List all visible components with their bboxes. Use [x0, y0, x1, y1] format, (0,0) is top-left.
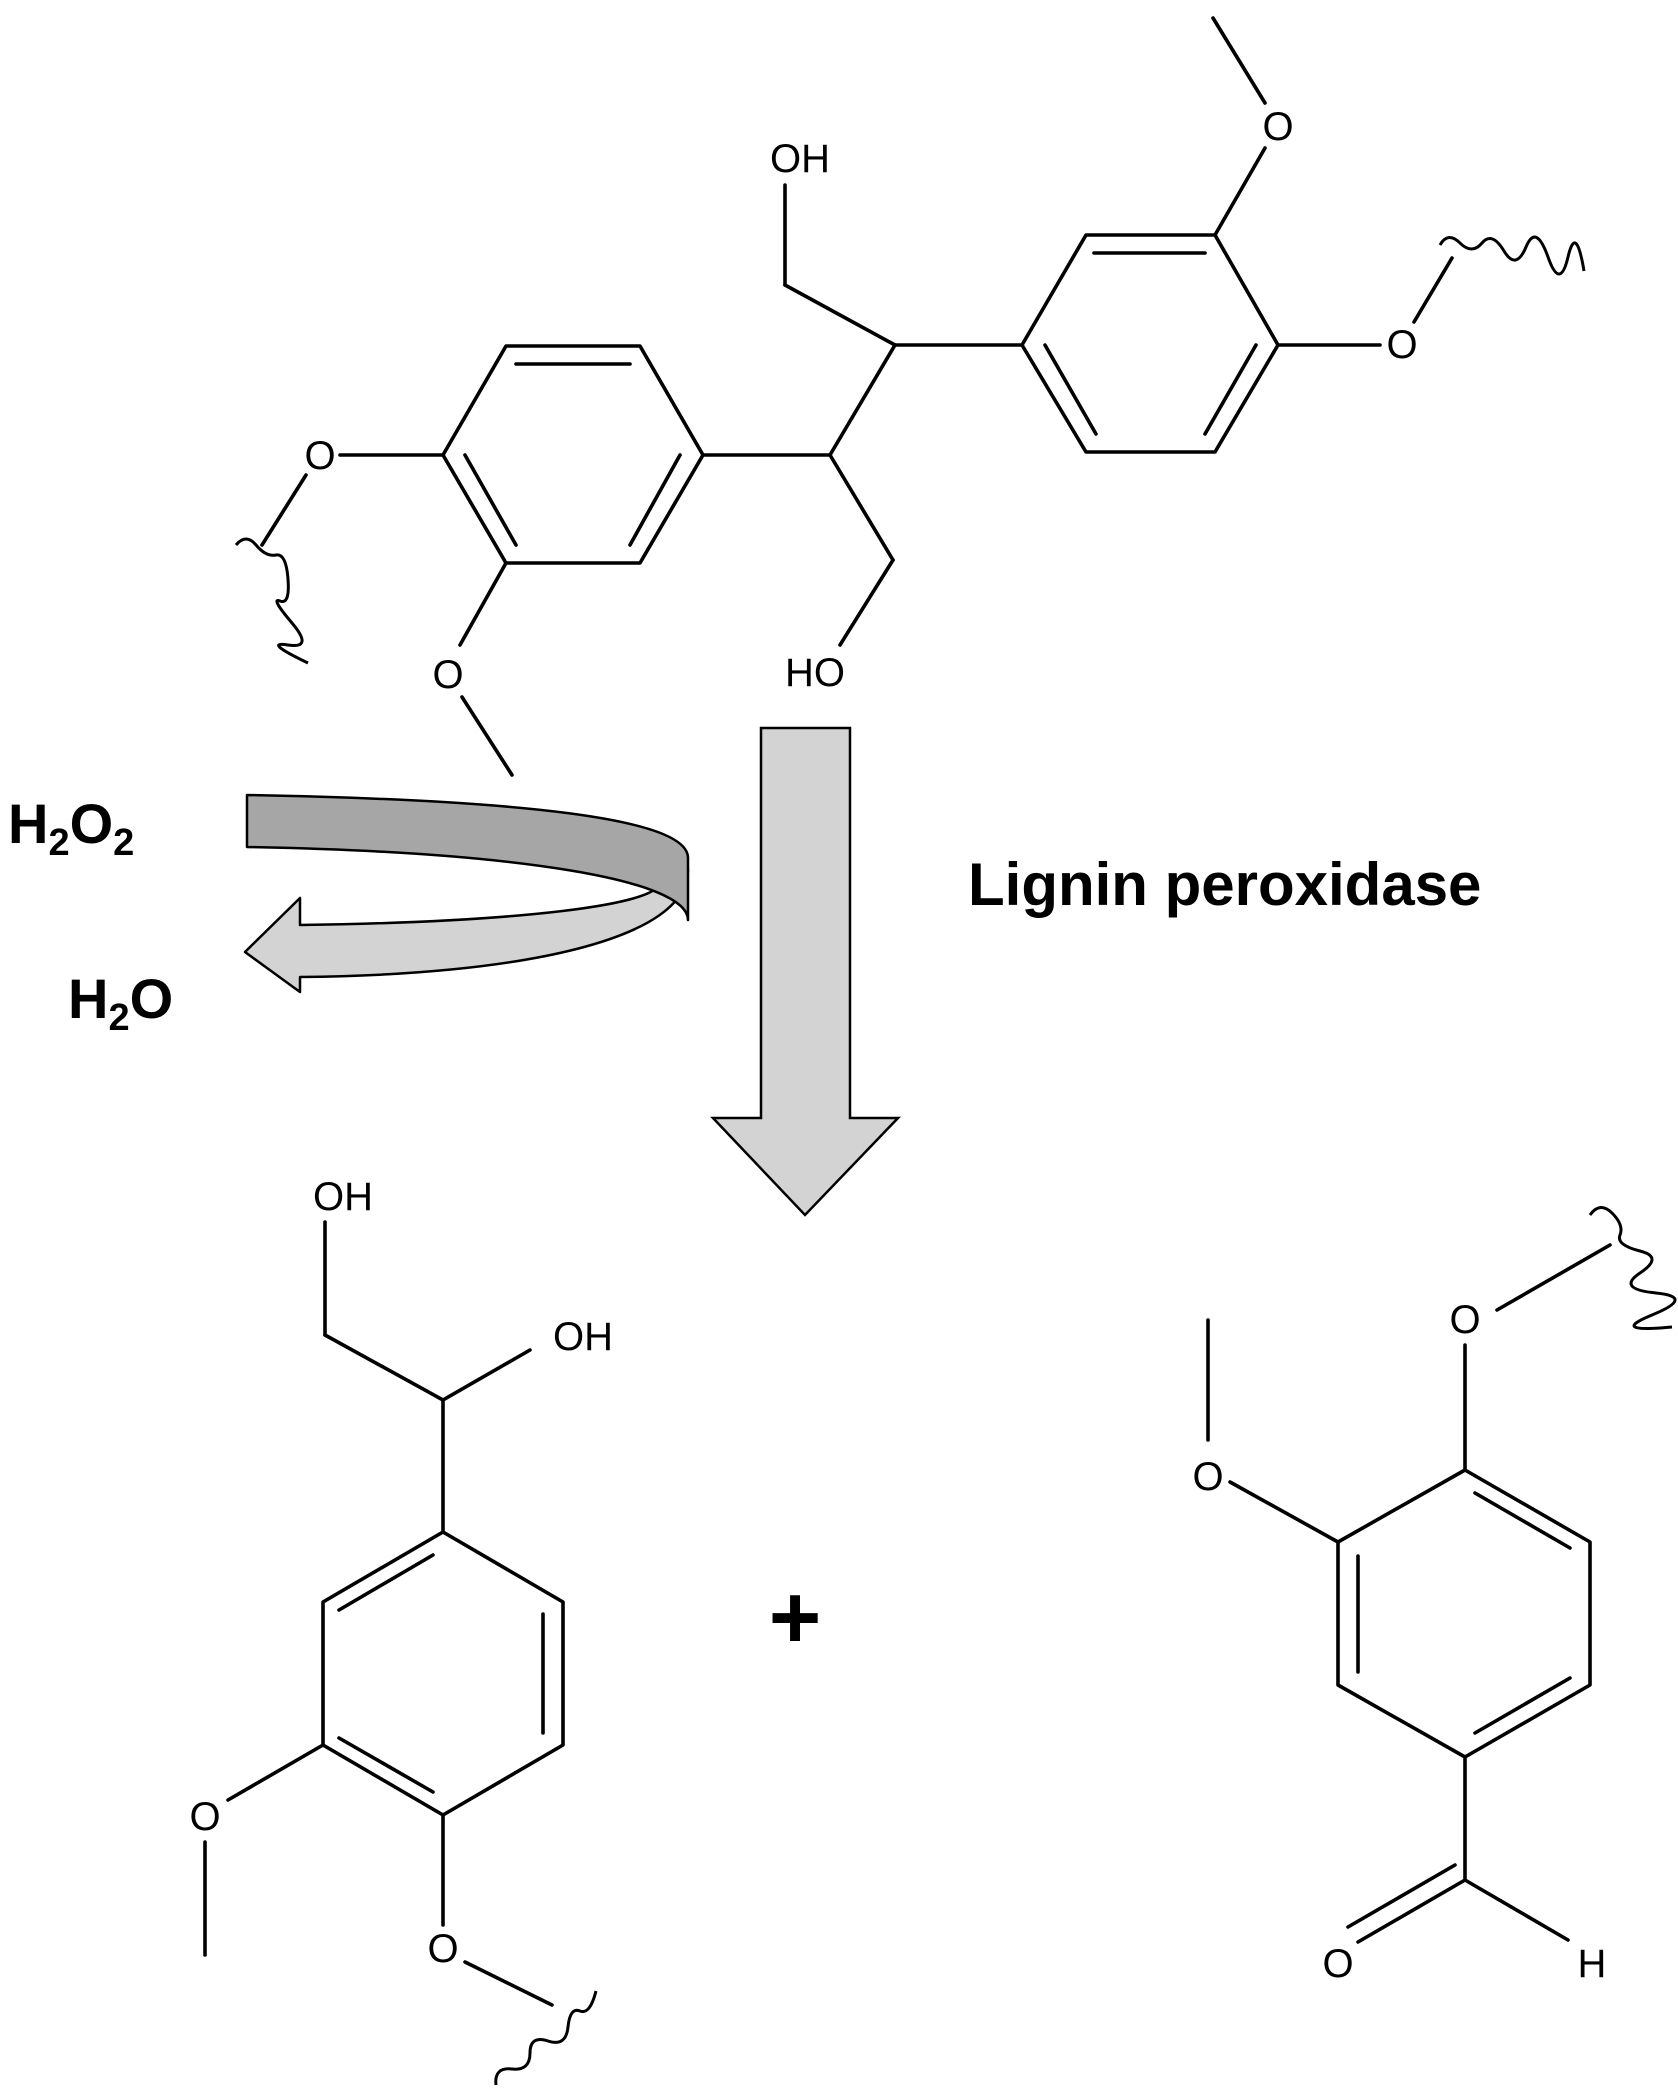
reagent-h2o2: H2O2	[8, 792, 134, 864]
ether-bond	[1412, 256, 1454, 324]
product-diol-ring	[321, 1530, 565, 1817]
atom-o-ether: O	[427, 1927, 458, 1971]
substrate-right-ring	[1020, 233, 1280, 454]
curved-arrow-upper-band	[245, 793, 690, 922]
methoxy-bond	[226, 1743, 325, 1802]
atom-o-ether-right: O	[1386, 323, 1417, 367]
methyl-bond	[460, 695, 514, 777]
ether-bond	[1495, 1243, 1612, 1312]
chain-bond	[828, 453, 895, 562]
atom-o-methoxy-left: O	[432, 653, 463, 697]
atom-o-methoxy: O	[189, 1795, 220, 1839]
atom-ho-bottom: HO	[785, 651, 845, 695]
curved-reagent-arrow	[243, 793, 690, 994]
methoxy-bond	[458, 561, 508, 647]
chain-bond	[828, 343, 897, 457]
enzyme-label: Lignin peroxidase	[968, 851, 1481, 918]
chain-bond	[783, 283, 897, 347]
substrate-left-ring	[441, 344, 705, 565]
atom-oh-top: OH	[770, 137, 830, 181]
polymer-linkage-wavy	[494, 1990, 598, 2086]
atom-oh-terminal: OH	[313, 1175, 373, 1219]
chain-bond	[441, 1348, 532, 1402]
chain-bond	[838, 558, 895, 647]
reaction-arrow-down	[710, 726, 901, 1217]
atom-o-ether: O	[1449, 1298, 1480, 1342]
product-aldehyde: O O O H	[1192, 1206, 1677, 1986]
ether-bond	[463, 1960, 554, 2007]
methyl-bond	[1211, 16, 1267, 105]
methoxy-bond	[1213, 146, 1267, 237]
chain-bond	[323, 1333, 445, 1402]
polymer-linkage-wavy	[1438, 235, 1586, 276]
atom-h-aldehyde: H	[1578, 1942, 1607, 1986]
polymer-linkage-wavy	[1588, 1206, 1677, 1330]
ether-bond	[260, 473, 308, 547]
carbonyl-double-bond	[1346, 1863, 1457, 1929]
product-aldehyde-ring	[1336, 1468, 1592, 1759]
atom-oh-secondary: OH	[553, 1315, 613, 1359]
atom-o-carbonyl: O	[1322, 1942, 1353, 1986]
substrate-molecule: O O HO OH O O	[234, 16, 1586, 777]
product-diol: OH OH O O	[189, 1175, 613, 2086]
curved-arrow-lower-band	[243, 868, 690, 994]
atom-o-methoxy: O	[1192, 1455, 1223, 1499]
aldehyde-ch-bond	[1463, 1878, 1570, 1942]
atom-o-ether-left: O	[304, 434, 335, 478]
atom-o-methoxy-right: O	[1262, 105, 1293, 149]
reagent-h2o: H2O	[68, 967, 173, 1039]
h2o-label: H2O	[68, 967, 173, 1039]
polymer-linkage-wavy	[234, 537, 309, 665]
h2o2-label: H2O2	[8, 792, 134, 864]
plus-sign: +	[769, 1568, 822, 1668]
carbonyl-double-bond	[1356, 1878, 1467, 1944]
methoxy-bond	[1228, 1480, 1340, 1544]
